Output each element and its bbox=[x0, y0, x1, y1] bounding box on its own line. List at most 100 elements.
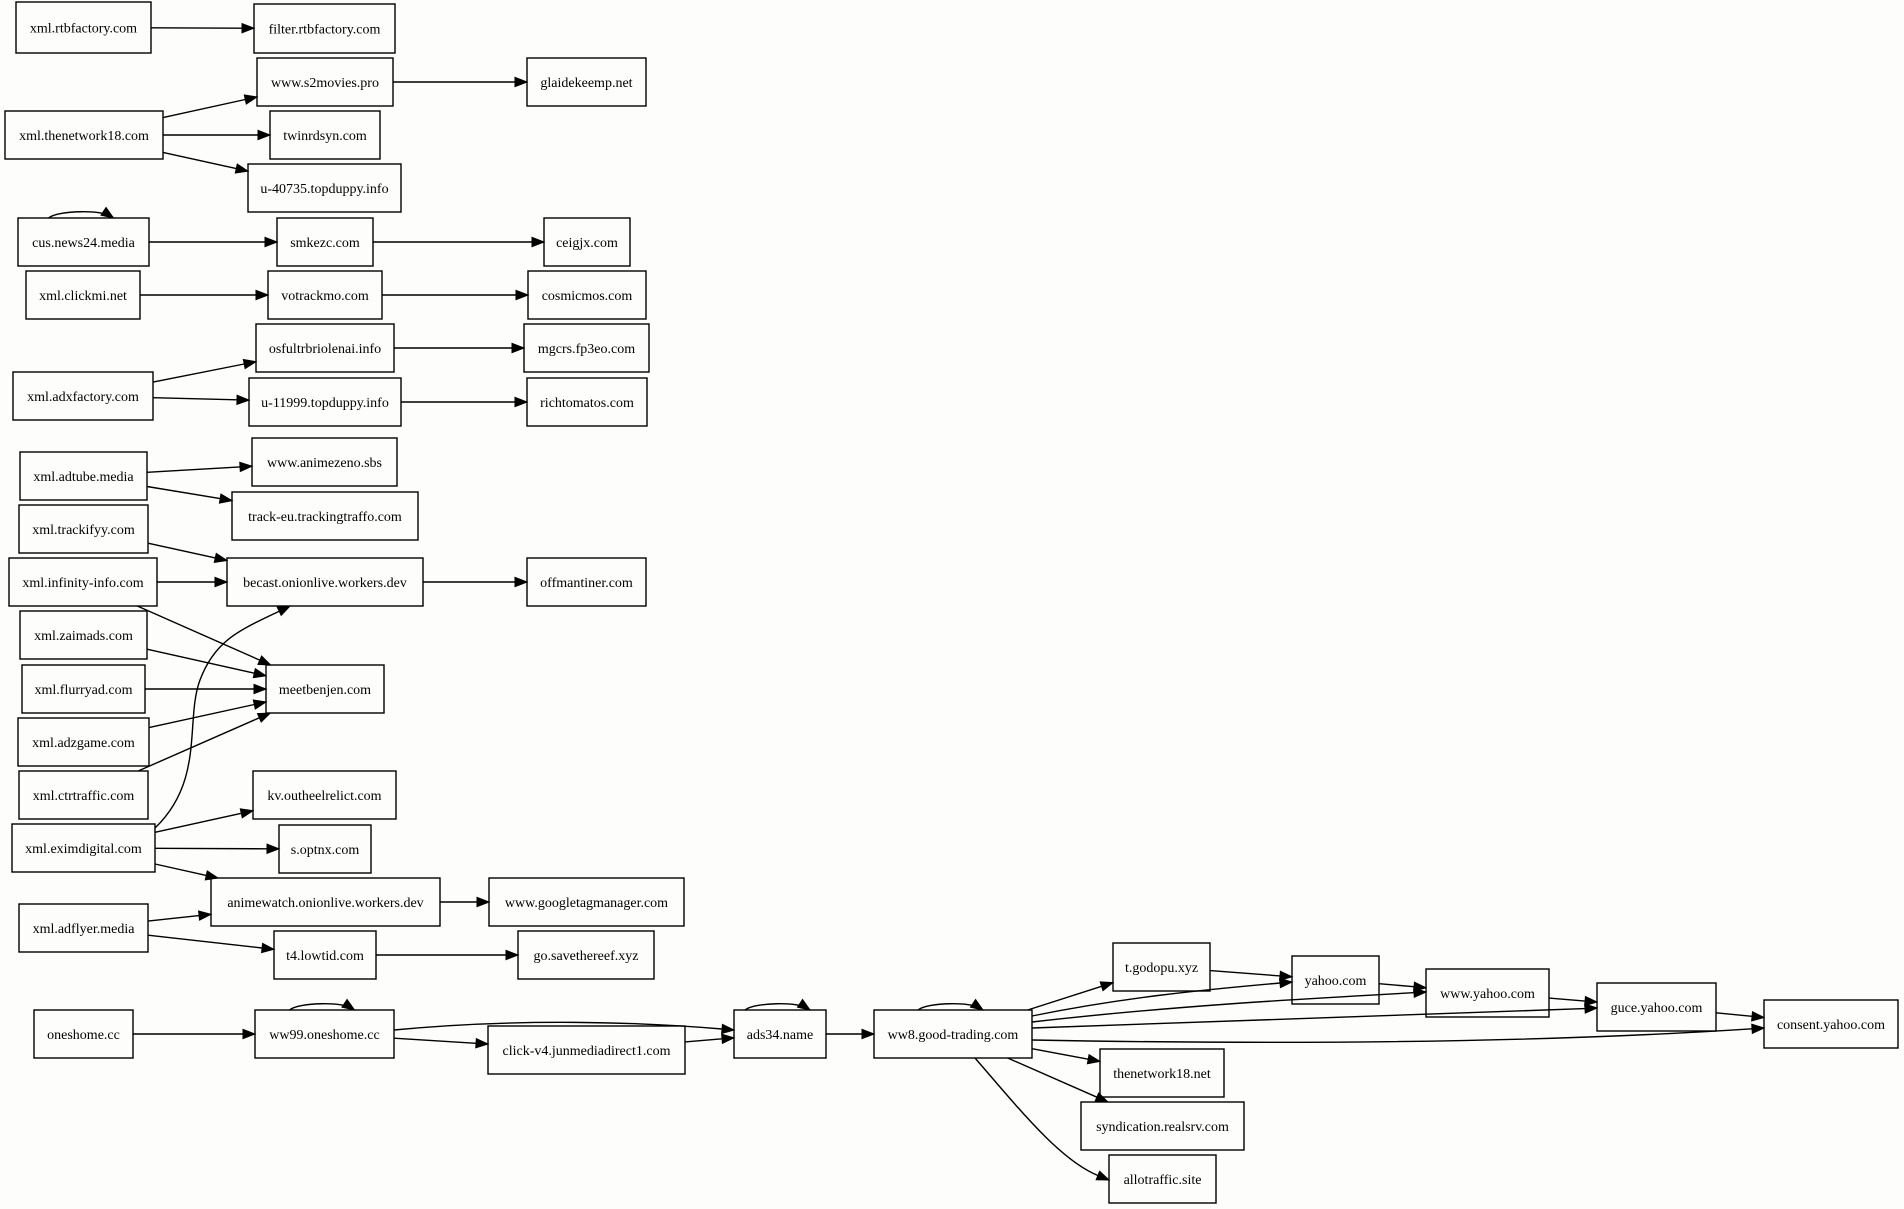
edge-line bbox=[154, 610, 280, 829]
edge-line bbox=[147, 934, 263, 949]
node-ww8: ww8.good-trading.com bbox=[873, 1009, 1033, 1059]
node-label: ww99.oneshome.cc bbox=[269, 1028, 379, 1043]
node-box bbox=[256, 57, 394, 107]
node-box bbox=[487, 1025, 686, 1075]
arrowhead bbox=[213, 552, 229, 564]
node-box bbox=[251, 437, 398, 487]
node-xml-zaimads: xml.zaimads.com bbox=[19, 610, 148, 660]
node-cosmicmos: cosmicmos.com bbox=[527, 270, 647, 320]
node-xml-adxfactory: xml.adxfactory.com bbox=[12, 371, 154, 421]
arrowhead bbox=[341, 998, 356, 1011]
arrowhead bbox=[721, 1033, 736, 1045]
node-label: ads34.name bbox=[747, 1028, 813, 1043]
node-go-savethereef: go.savethereef.xyz bbox=[517, 930, 655, 980]
node-box bbox=[265, 664, 385, 714]
node-becast: becast.onionlive.workers.dev bbox=[226, 557, 424, 607]
node-label: xml.adtube.media bbox=[33, 470, 134, 485]
arrowhead bbox=[1099, 981, 1115, 992]
edge-oneshome-to-ww99 bbox=[133, 1028, 257, 1040]
node-box bbox=[1080, 1101, 1245, 1151]
arrowhead bbox=[721, 1023, 736, 1035]
arrowhead bbox=[1086, 1053, 1102, 1065]
node-box bbox=[269, 110, 381, 160]
node-label: go.savethereef.xyz bbox=[534, 949, 639, 964]
node-box bbox=[488, 877, 685, 927]
node-consent-yahoo: consent.yahoo.com bbox=[1763, 999, 1899, 1049]
node-xml-rtbfactory: xml.rtbfactory.com bbox=[15, 1, 152, 54]
edge-line bbox=[147, 542, 216, 559]
node-box bbox=[210, 877, 441, 927]
node-label: t4.lowtid.com bbox=[286, 949, 364, 964]
arrowhead bbox=[243, 94, 259, 105]
arrowhead bbox=[242, 358, 258, 370]
node-box bbox=[523, 323, 650, 373]
node-xml-thenetwork18: xml.thenetwork18.com bbox=[4, 110, 164, 160]
node-s-optnx: s.optnx.com bbox=[278, 824, 372, 874]
edge-xml_clickmi-to-votrackmo bbox=[140, 289, 270, 301]
node-label: meetbenjen.com bbox=[279, 683, 371, 698]
edge-line bbox=[152, 397, 238, 401]
node-box bbox=[18, 504, 149, 554]
edge-line bbox=[146, 466, 241, 473]
node-label: xml.adflyer.media bbox=[33, 922, 136, 937]
node-xml-ctrtraffic: xml.ctrtraffic.com bbox=[18, 770, 149, 820]
node-smkezc: smkezc.com bbox=[276, 217, 374, 267]
edge-line bbox=[684, 1038, 723, 1043]
arrowhead bbox=[475, 1037, 490, 1049]
node-box bbox=[253, 3, 396, 54]
edge-ww99-to-click_v4 bbox=[393, 1037, 490, 1049]
arrowhead bbox=[796, 998, 812, 1011]
node-label: u-40735.topduppy.info bbox=[260, 182, 388, 197]
edge-ww8-to-yahoo bbox=[1031, 977, 1294, 1017]
arrowhead bbox=[239, 808, 255, 819]
edge-xml_adtube-to-track_eu bbox=[146, 485, 234, 504]
edge-line bbox=[147, 914, 200, 922]
node-ww99: ww99.oneshome.cc bbox=[254, 1009, 395, 1059]
node-box bbox=[526, 57, 647, 107]
edge-xml_zaimads-to-meetbenjen bbox=[146, 648, 268, 679]
node-www-googletagmanager: www.googletagmanager.com bbox=[488, 877, 685, 927]
edge-animewatch-to-www_googletagmanager bbox=[440, 896, 491, 908]
node-box bbox=[33, 1009, 134, 1059]
node-label: xml.eximdigital.com bbox=[25, 842, 142, 857]
arrowhead bbox=[514, 396, 529, 408]
edge-line bbox=[744, 1003, 807, 1011]
node-box bbox=[17, 717, 150, 767]
node-label: cosmicmos.com bbox=[542, 289, 633, 304]
node-u11999: u-11999.topduppy.info bbox=[248, 377, 402, 427]
node-xml-adzgame: xml.adzgame.com bbox=[17, 717, 150, 767]
edge-ww8-to-thenetwork18 bbox=[1031, 1048, 1102, 1065]
node-box bbox=[252, 770, 397, 820]
node-box bbox=[1108, 1154, 1217, 1204]
arrowhead bbox=[252, 699, 268, 710]
node-label: click-v4.junmediadirect1.com bbox=[503, 1044, 671, 1059]
edge-xml_eximdigital-to-s_optnx bbox=[154, 843, 281, 855]
node-label: xml.adzgame.com bbox=[32, 736, 135, 751]
edge-www_yahoo-to-guce_yahoo bbox=[1548, 995, 1599, 1007]
arrowhead bbox=[253, 683, 268, 695]
arrowhead bbox=[1751, 1023, 1766, 1035]
edge-ww8-to-t_godopu bbox=[1027, 981, 1115, 1011]
arrowhead bbox=[256, 712, 272, 723]
arrowhead bbox=[515, 289, 530, 301]
node-filter-rtbfactory: filter.rtbfactory.com bbox=[253, 3, 396, 54]
arrowhead bbox=[476, 896, 491, 908]
node-label: mgcrs.fp3eo.com bbox=[538, 342, 635, 357]
edges-layer bbox=[48, 22, 1766, 1181]
edge-ww8-to-syndication bbox=[1007, 1057, 1110, 1103]
node-label: consent.yahoo.com bbox=[1777, 1018, 1885, 1033]
edge-line bbox=[1209, 969, 1281, 977]
node-box bbox=[18, 770, 149, 820]
arrowhead bbox=[531, 236, 546, 248]
edge-line bbox=[289, 1003, 351, 1011]
node-www-yahoo: www.yahoo.com bbox=[1425, 968, 1550, 1018]
edge-cus_news24-to-cus_news24 bbox=[48, 206, 115, 219]
node-box bbox=[226, 557, 424, 607]
edge-line bbox=[1027, 985, 1102, 1011]
node-label: t.godopu.xyz bbox=[1125, 961, 1198, 976]
node-box bbox=[733, 1009, 827, 1059]
node-ceigjx: ceigjx.com bbox=[543, 217, 631, 267]
node-label: u-11999.topduppy.info bbox=[261, 396, 389, 411]
node-label: xml.trackifyy.com bbox=[32, 523, 135, 538]
